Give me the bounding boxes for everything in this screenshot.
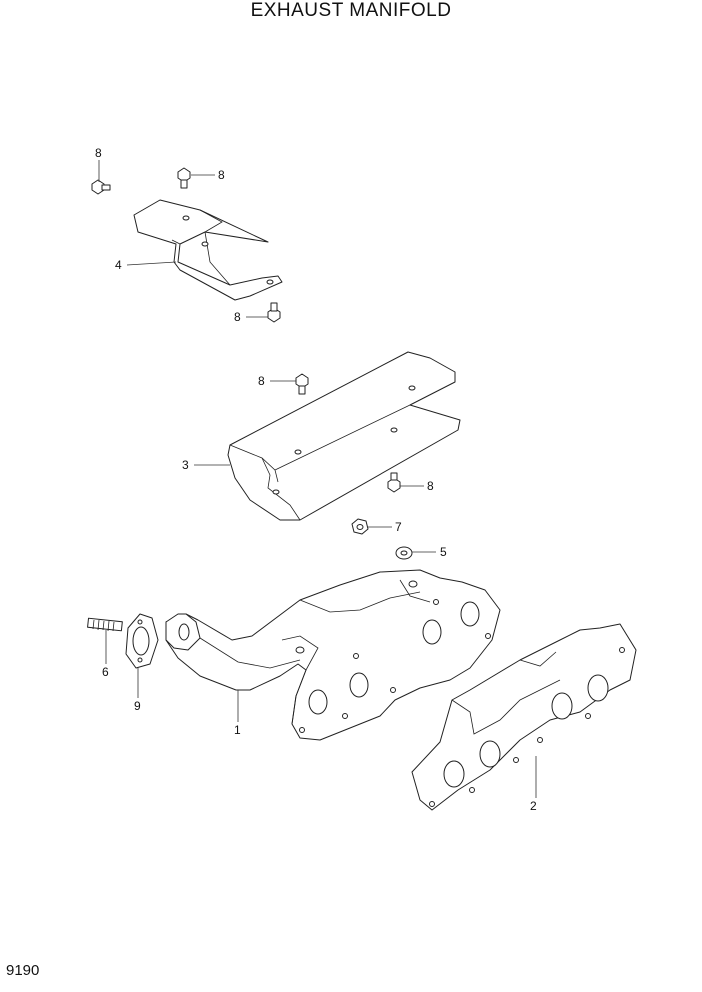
callout-9: 9 — [134, 699, 141, 713]
flange-gasket[interactable] — [125, 613, 159, 669]
bolt-top-left[interactable] — [91, 179, 111, 195]
nut[interactable] — [351, 518, 369, 535]
callout-8-top-center: 8 — [218, 168, 225, 182]
callout-8-top-left: 8 — [95, 146, 102, 160]
callout-1: 1 — [234, 723, 241, 737]
bolt-top-center[interactable] — [177, 167, 191, 189]
diagram-title: EXHAUST MANIFOLD — [250, 0, 452, 21]
callout-6: 6 — [102, 665, 109, 679]
stud-bolt[interactable] — [87, 617, 123, 632]
heat-shield-large[interactable] — [227, 351, 461, 521]
callout-5: 5 — [440, 545, 447, 559]
page-number: 9190 — [6, 962, 40, 979]
callout-3: 3 — [182, 458, 189, 472]
callout-8-right: 8 — [427, 479, 434, 493]
callout-7: 7 — [395, 520, 402, 534]
bolt-large-shield-right[interactable] — [387, 472, 401, 493]
bolt-under-small-shield[interactable] — [267, 302, 281, 323]
washer[interactable] — [395, 546, 413, 560]
leader-lines — [98, 160, 537, 798]
callout-2: 2 — [530, 799, 537, 813]
exhaust-manifold[interactable] — [165, 569, 501, 741]
heat-shield-small[interactable] — [133, 199, 283, 301]
callout-4: 4 — [115, 258, 122, 272]
manifold-gasket[interactable] — [411, 623, 637, 811]
callout-8-small-shield: 8 — [234, 310, 241, 324]
bolt-large-shield-top[interactable] — [295, 373, 309, 395]
callout-8-large-shield: 8 — [258, 374, 265, 388]
